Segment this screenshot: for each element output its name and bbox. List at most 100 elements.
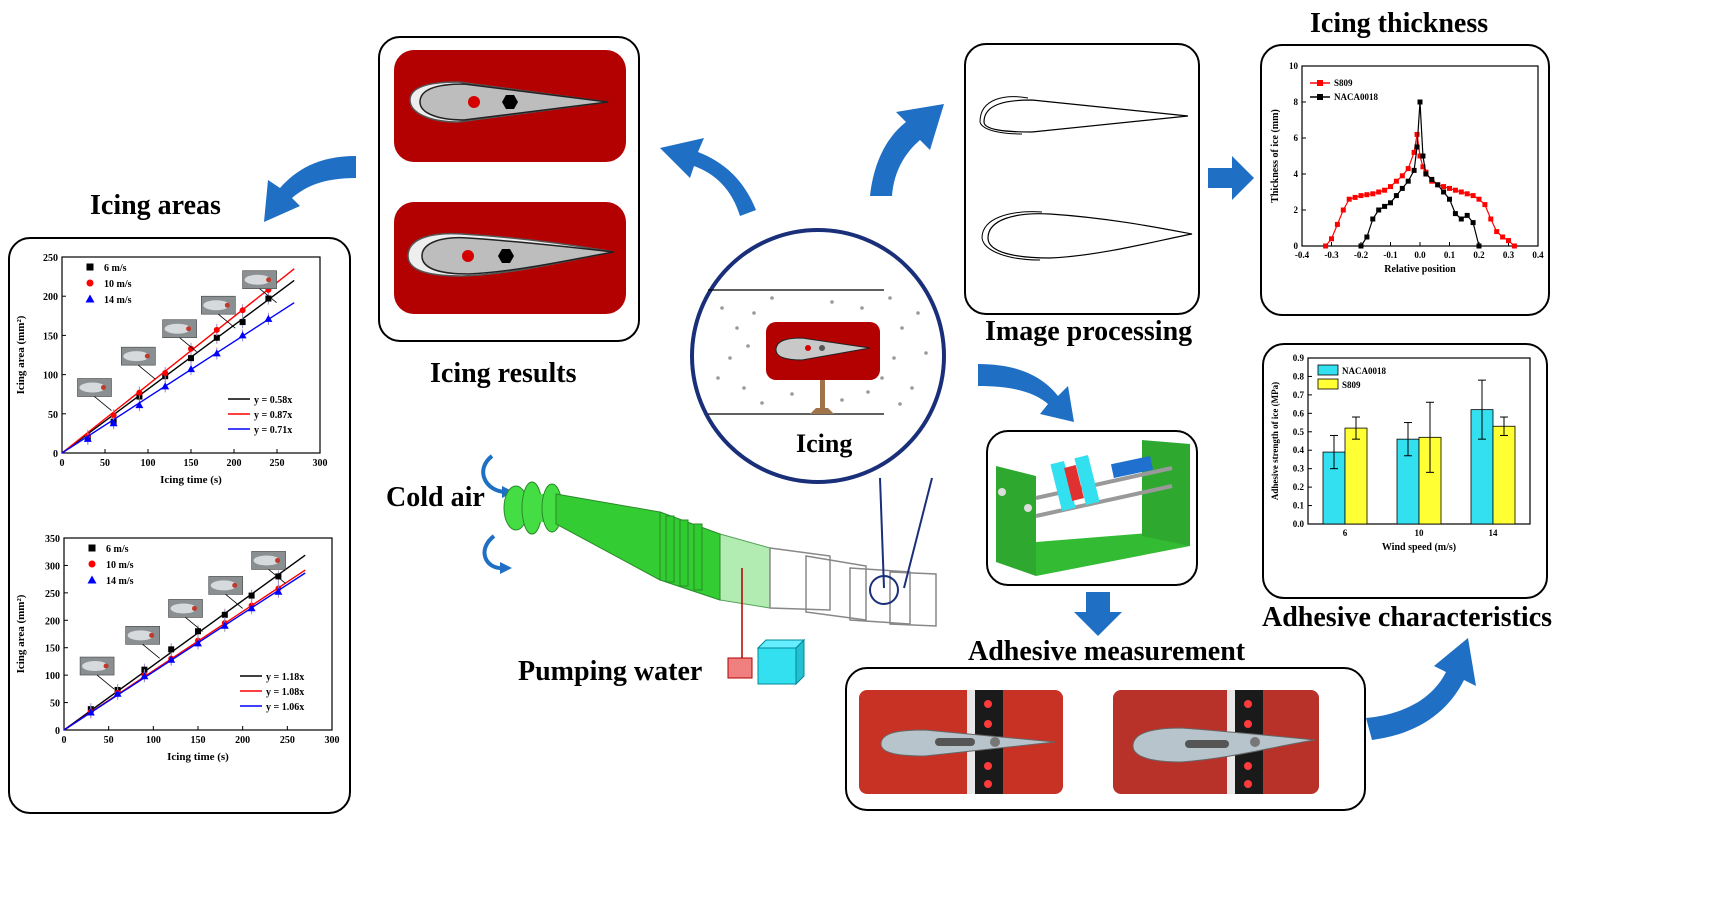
inset-pointer <box>179 337 197 353</box>
y-tick-label: 0 <box>55 726 60 737</box>
thickness-point <box>1470 220 1476 226</box>
thickness-point <box>1417 153 1423 159</box>
data-point <box>135 401 144 409</box>
fit-line <box>63 572 306 731</box>
y-tick-label: 350 <box>45 534 60 545</box>
thickness-point <box>1405 178 1411 184</box>
wind-tunnel <box>481 454 937 686</box>
data-point <box>168 646 175 653</box>
support-base <box>810 408 834 414</box>
data-point <box>238 331 247 339</box>
thickness-point <box>1476 196 1482 202</box>
clamp-red <box>1064 465 1084 501</box>
x-tick-label: 0.2 <box>1473 250 1485 260</box>
data-point <box>188 355 194 362</box>
legend-marker <box>1317 80 1323 86</box>
x-tick-label: 50 <box>104 735 114 746</box>
x-tick-label: 300 <box>325 735 340 746</box>
data-point <box>265 295 272 302</box>
legend-label: 6 m/s <box>104 263 127 274</box>
thickness-point <box>1464 191 1470 197</box>
y-tick-label: 50 <box>50 699 60 710</box>
x-tick-label: 0.4 <box>1532 250 1544 260</box>
arrow-to-icing-thickness <box>1208 156 1254 200</box>
inset-pointer <box>218 313 236 329</box>
inset-pointer <box>259 288 277 304</box>
arrow-to-icing-areas <box>264 156 356 222</box>
legend-label: NACA0018 <box>1334 92 1378 102</box>
thickness-point <box>1346 196 1352 202</box>
thickness-point <box>1476 243 1482 249</box>
x-tick-label: -0.2 <box>1354 250 1369 260</box>
inset-airfoil <box>253 555 280 566</box>
adhesive-apparatus <box>996 440 1190 576</box>
y-tick-label: 10 <box>1289 61 1299 71</box>
y-tick-label: 0.5 <box>1293 427 1305 437</box>
inset-dot <box>100 385 106 391</box>
y-tick-label: 200 <box>45 616 60 627</box>
y-tick-label: 0.2 <box>1293 482 1305 492</box>
x-axis-label: Relative position <box>1384 264 1456 275</box>
data-point <box>167 655 176 663</box>
legend-marker <box>87 575 97 584</box>
thickness-point <box>1382 203 1388 209</box>
thickness-point <box>1382 187 1388 193</box>
icing-magnifier: Icing <box>690 228 946 484</box>
magnified-dot-red <box>805 345 811 351</box>
data-point <box>212 349 221 357</box>
x-tick-label: 150 <box>191 735 206 746</box>
support-rod <box>820 380 825 412</box>
fit-legend-label: y = 0.87x <box>254 410 292 421</box>
x-tick-label: 0.0 <box>1414 250 1426 260</box>
cold-air-label: Cold air <box>386 482 485 513</box>
pivot-hex-black-2 <box>498 249 514 263</box>
x-axis-label: Icing time (s) <box>160 474 222 486</box>
pivot-hex-black <box>502 95 518 109</box>
y-tick-label: 0.3 <box>1293 464 1305 474</box>
thickness-point <box>1411 149 1417 155</box>
thickness-point <box>1441 184 1447 190</box>
fit-legend-label: y = 1.06x <box>266 702 304 713</box>
inset-pointer <box>142 644 160 659</box>
thickness-point <box>1376 207 1382 213</box>
y-axis-label: Adhesive strength of ice (MPa) <box>1270 382 1280 500</box>
fit-line <box>61 268 295 454</box>
y-axis-label: Icing area (mm²) <box>15 594 27 673</box>
data-point <box>161 382 170 390</box>
thickness-point <box>1500 234 1506 240</box>
inset-airfoil <box>79 382 106 393</box>
thickness-point <box>1488 216 1494 222</box>
thickness-point <box>1429 176 1435 182</box>
arrow-to-icing-results <box>660 138 756 216</box>
data-point <box>83 434 92 442</box>
adhesive-measurement-photos <box>859 690 1319 794</box>
y-tick-label: 0.4 <box>1293 445 1305 455</box>
inset-airfoil <box>123 351 150 362</box>
data-point <box>187 365 195 373</box>
x-tick-label: 50 <box>100 458 110 469</box>
y-tick-label: 300 <box>45 561 60 572</box>
image-processing-outlines <box>979 96 1193 261</box>
legend-label: S809 <box>1342 380 1361 390</box>
legend-marker <box>85 294 95 303</box>
thickness-point <box>1458 216 1464 222</box>
data-point <box>140 672 149 680</box>
legend-swatch <box>1317 378 1339 390</box>
thickness-point <box>1411 167 1417 173</box>
cold-air-arrow-bottom <box>482 534 505 571</box>
x-tick-label: 150 <box>184 458 199 469</box>
inset-pointer <box>225 594 243 609</box>
inset-dot <box>103 663 109 669</box>
fit-line <box>61 279 295 454</box>
legend-label: 14 m/s <box>104 295 132 306</box>
legend-label: 10 m/s <box>104 279 132 290</box>
thickness-point <box>1447 185 1452 191</box>
x-tick-label: 0 <box>62 735 67 746</box>
thickness-point <box>1405 166 1411 172</box>
legend-marker <box>86 279 94 287</box>
y-axis-label: Thickness of ice (mm) <box>1270 109 1281 203</box>
clamp-cyan <box>1050 461 1076 511</box>
legend-label: 14 m/s <box>106 576 134 587</box>
